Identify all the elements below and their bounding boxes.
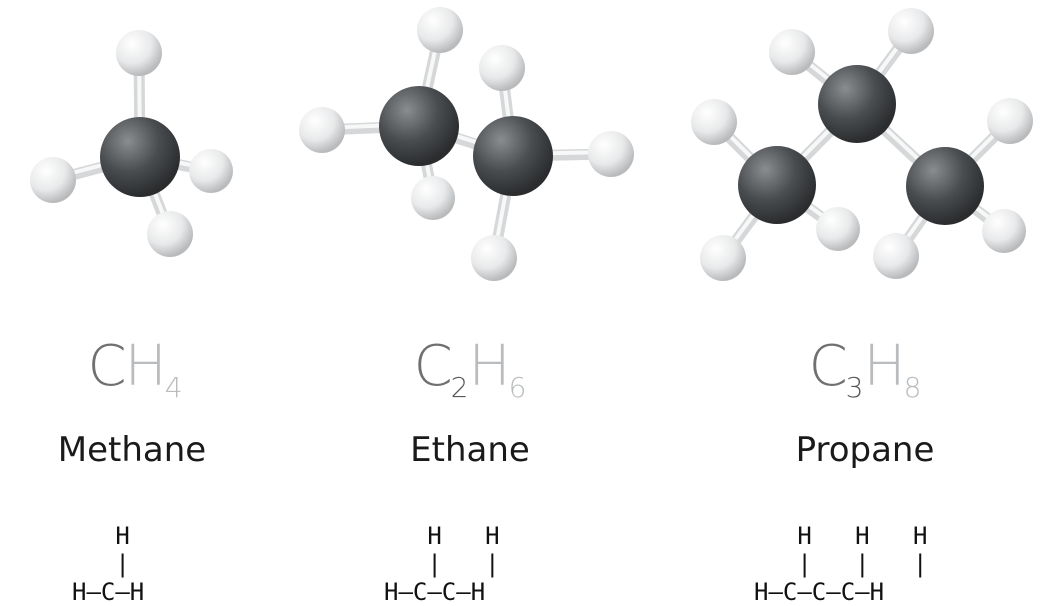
formula-hydrogen-symbol: H (863, 334, 906, 399)
propane-name: Propane (795, 430, 935, 470)
formula-carbon-symbol: C (413, 334, 453, 399)
structural-top-row: H H (384, 522, 500, 550)
propane-hydrogen-atom (769, 29, 815, 75)
propane-carbon-atom (906, 147, 984, 225)
propane-hydrogen-atom (873, 233, 919, 279)
ethane-hydrogen-atom (411, 176, 455, 220)
methane-hydrogen-atom (116, 30, 162, 76)
formula-carbon-symbol: C (87, 334, 126, 399)
propane-hydrogen-atom (700, 235, 746, 281)
ethane-carbon-atom (473, 116, 553, 196)
ethane-hydrogen-atom (471, 235, 517, 281)
structural-top-row: H (72, 522, 130, 550)
methane-hydrogen-atom (30, 157, 76, 203)
propane-formula: C3H8 (795, 332, 935, 404)
propane-hydrogen-atom (888, 8, 934, 54)
atoms-layer (30, 7, 1033, 281)
ethane-hydrogen-atom (479, 45, 525, 91)
ethane-hydrogen-atom (588, 131, 634, 177)
formula-hydrogen-count: 8 (903, 371, 922, 404)
methane-hydrogen-atom (147, 211, 193, 257)
propane-carbon-atom (738, 146, 816, 224)
ethane-hydrogen-atom (417, 7, 463, 53)
methane-structural-formula: H |H—C—H (72, 522, 144, 606)
methane-formula: CH4 (70, 332, 200, 404)
formula-hydrogen-symbol: H (124, 334, 167, 399)
ethane-name: Ethane (410, 430, 530, 470)
formula-hydrogen-count: 6 (508, 371, 527, 404)
propane-hydrogen-atom (691, 99, 737, 145)
structural-chain-row: H—C—C—C—H (754, 578, 885, 606)
propane-hydrogen-atom (987, 98, 1033, 144)
formula-carbon-count: 3 (845, 371, 864, 404)
propane-hydrogen-atom (982, 209, 1026, 253)
methane-hydrogen-atom (189, 149, 233, 193)
ethane-carbon-atom (379, 86, 459, 166)
propane-hydrogen-atom (816, 207, 860, 251)
structural-chain-row: H—C—C—H (384, 578, 486, 606)
structural-bond-row: | | | (754, 550, 928, 578)
structural-top-row: H H H (754, 522, 928, 550)
ethane-hydrogen-atom (299, 107, 345, 153)
formula-hydrogen-count: 4 (164, 371, 183, 404)
formula-carbon-symbol: C (808, 334, 848, 399)
ethane-structural-formula: H H | |H—C—C—H (384, 522, 500, 606)
propane-structural-formula: H H H | | |H—C—C—C—H (754, 522, 927, 606)
propane-carbon-atom (818, 65, 896, 143)
formula-hydrogen-symbol: H (468, 334, 511, 399)
ethane-formula: C2H6 (400, 332, 540, 404)
methane-name: Methane (57, 430, 207, 470)
formula-carbon-count: 2 (450, 371, 469, 404)
structural-bond-row: | | (384, 550, 500, 578)
structural-chain-row: H—C—H (72, 578, 145, 606)
methane-carbon-atom (100, 117, 180, 197)
structural-bond-row: | (72, 550, 130, 578)
